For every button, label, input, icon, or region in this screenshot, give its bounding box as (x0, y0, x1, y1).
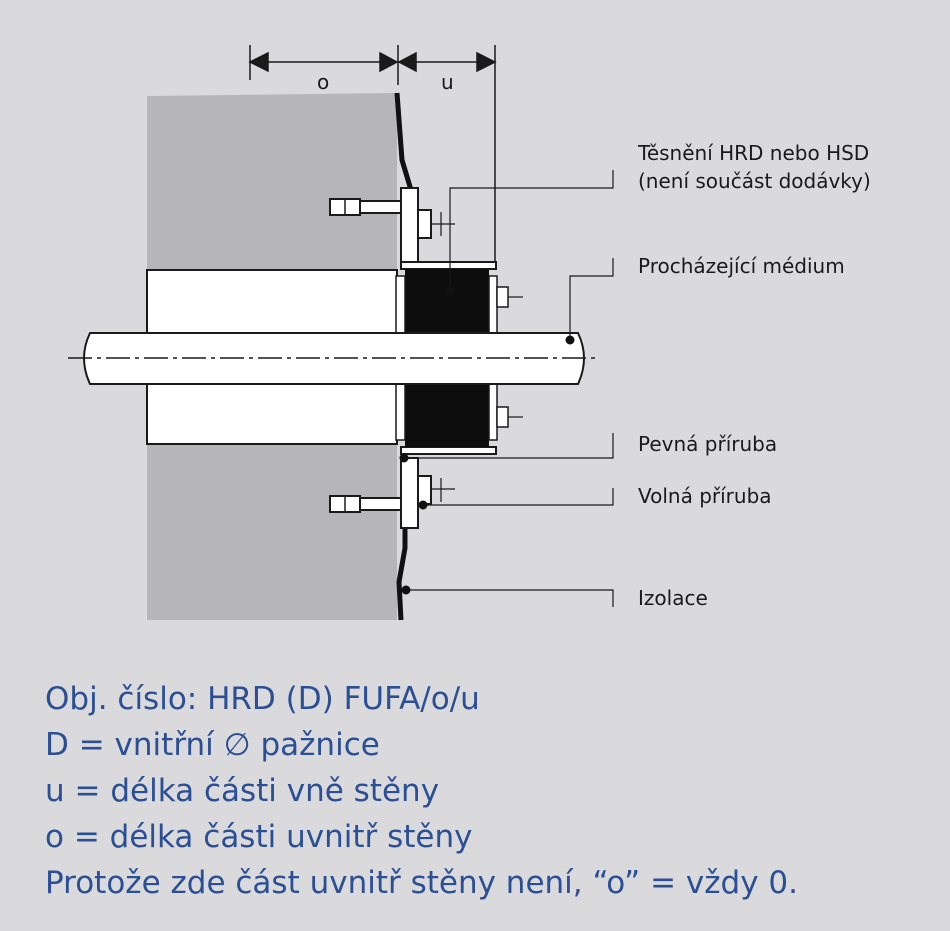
pressure-plate-left-upper (395, 275, 406, 334)
label-medium: Procházející médium (638, 254, 845, 278)
seal-bolt-upper (496, 286, 509, 308)
upper-loose-flange (400, 187, 419, 263)
fixed-flange-top (400, 261, 497, 270)
seal-lower (405, 384, 489, 447)
label-insulation: Izolace (638, 586, 708, 610)
leader-lines (405, 170, 614, 607)
seal-bolt-lower (496, 406, 509, 428)
note-d-definition: D = vnitřní ∅ pažnice (45, 727, 380, 763)
label-seal-line2: (není součást dodávky) (638, 169, 871, 193)
note-o-definition: o = délka části uvnitř stěny (45, 819, 473, 855)
upper-anchor (329, 198, 402, 216)
note-u-definition: u = délka části vně stěny (45, 773, 440, 809)
lower-anchor (329, 495, 402, 513)
label-loose-flange: Volná příruba (638, 484, 772, 508)
wall-penetration-diagram (68, 45, 614, 621)
fixed-flange-bottom (400, 446, 497, 455)
lower-bolt-nut (417, 475, 432, 505)
seal-upper (405, 269, 489, 333)
note-order-number: Obj. číslo: HRD (D) FUFA/o/u (45, 681, 480, 717)
order-notes: Obj. číslo: HRD (D) FUFA/o/u D = vnitřní… (45, 676, 798, 906)
leader-dots (399, 285, 575, 595)
label-fixed-flange: Pevná příruba (638, 432, 778, 456)
dimension-o-label: o (317, 70, 330, 94)
dimension-u-label: u (441, 70, 454, 94)
dimension-lines (248, 45, 497, 262)
note-o-zero: Protože zde část uvnitř stěny není, “o” … (45, 865, 798, 901)
label-seal-line1: Těsnění HRD nebo HSD (638, 141, 870, 165)
pressure-plate-right-upper (488, 275, 498, 334)
lower-loose-flange (400, 457, 419, 529)
upper-bolt-nut (417, 209, 432, 239)
pressure-plate-right-lower (488, 383, 498, 441)
pressure-plate-left-lower (395, 383, 406, 441)
